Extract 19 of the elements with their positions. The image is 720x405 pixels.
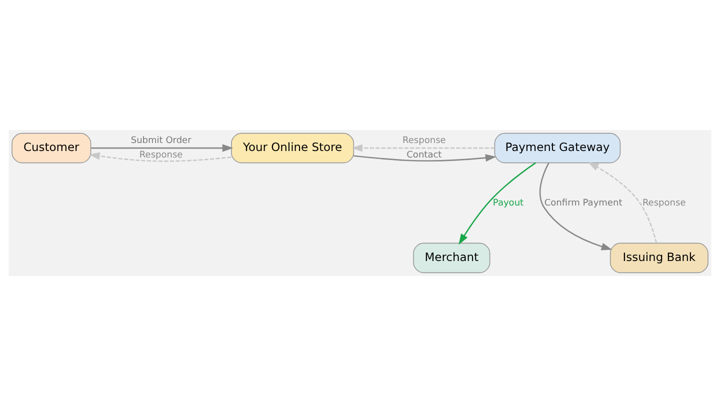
arrow xyxy=(458,162,536,244)
arrow xyxy=(539,162,612,250)
edge-label: Response xyxy=(642,198,686,208)
arrow xyxy=(354,154,496,162)
edge-label: Contact xyxy=(406,150,442,160)
node-box: Merchant xyxy=(413,242,490,273)
node-box: Issuing Bank xyxy=(610,242,708,273)
node-box: Payment Gateway xyxy=(494,132,621,163)
edge-label: Confirm Payment xyxy=(544,198,622,208)
edge-label: Payout xyxy=(492,198,524,208)
arrow xyxy=(588,162,657,243)
arrow xyxy=(352,144,495,152)
edge-label: Response xyxy=(139,150,183,160)
edge-label: Submit Order xyxy=(130,135,192,146)
edge-label: Response xyxy=(402,135,446,146)
node-box: Customer xyxy=(12,132,92,163)
arrow xyxy=(88,152,232,162)
node-box: Your Online Store xyxy=(231,132,354,163)
arrow xyxy=(90,144,234,152)
